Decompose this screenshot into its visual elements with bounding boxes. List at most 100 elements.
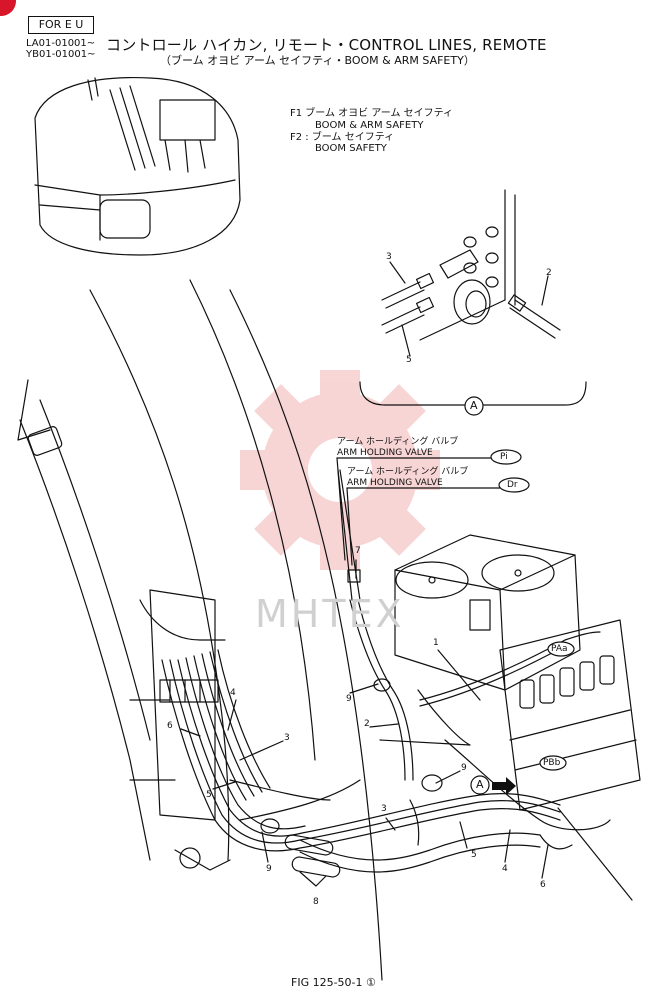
machine-tubes [109,85,156,171]
port-label-pi: Pi [500,452,508,462]
serial-range-1: LA01-01001~ [26,38,96,49]
part-number-5-detail: 5 [406,355,412,365]
cylinder-end [17,379,51,441]
watermark-text: MHTEX [255,592,405,636]
spool [519,679,535,709]
region-tag: FOR E U [28,16,94,34]
hose-line [217,649,271,789]
part-number-5b: 5 [471,850,477,860]
spool [559,667,575,697]
leader-9 [349,683,379,694]
leader-4 [504,829,511,863]
view-marker-label: A [476,778,484,791]
port-oval-paa [547,641,575,657]
detail-marker-label: A [470,399,478,412]
hose-5 [381,306,425,334]
pin-bracket [174,849,231,871]
hose-line [193,655,247,801]
gear-tooth [320,370,360,410]
machine-lines [164,139,206,173]
part-number-4a: 4 [230,688,236,698]
leader-1 [437,649,481,701]
leader-2 [541,275,549,306]
pipe-support-plate [149,589,216,821]
hose-to-arm-valve [337,469,353,601]
tank-cap-right [481,554,555,592]
leader-5 [401,324,411,357]
boom-right-edge [189,279,316,761]
cap-bolt [514,569,522,577]
port-oval-pbb [539,755,567,771]
detail-marker-circle [464,396,484,416]
hose-2-run [349,599,406,781]
hose-lower [299,832,541,861]
hose-1-run [419,639,566,701]
part-number-7: 7 [355,546,361,556]
tank-body [394,534,581,691]
hose-3-fitting [415,272,435,290]
hose-protector-8b [291,856,341,878]
boom-outer-edge [229,289,383,981]
control-valve [394,534,641,811]
arm-valve-fitting [347,569,361,583]
hose-2 [509,299,561,339]
detail-fitting [485,226,499,238]
note-f2-jp: F2 : ブーム セイフティ [290,132,395,143]
part-number-2: 2 [364,719,370,729]
part-number-1: 1 [433,638,439,648]
leader-6 [180,728,201,737]
leader-4 [227,699,237,731]
part-number-9a: 9 [346,694,352,704]
leader-3 [389,261,406,284]
machine-leader [87,77,99,101]
detail-tee [439,249,479,279]
note-f2-en: BOOM SAFETY [315,143,387,154]
detail-valve-port [465,290,487,318]
gear-tooth [400,450,440,490]
hose-2-run [357,599,414,781]
machine-line [39,204,101,211]
hose-3 [381,281,425,309]
tank-filter [469,599,491,631]
hose-1-run [419,645,566,707]
tank-corner [499,589,506,691]
detail-a [359,189,587,416]
port-oval-dr [498,477,530,493]
note-f1-en: BOOM & ARM SAFETY [315,120,424,131]
note-f1-jp: F1 ブーム オヨビ アーム セイフティ [290,108,454,119]
valve-sections [509,709,637,771]
boom-gusset [379,689,471,746]
port-line [564,631,601,641]
leader-8 [299,871,327,887]
tank-top-edge [394,554,576,591]
hose-clamp-9 [421,774,443,792]
callout-leader-2 [346,487,353,566]
page-subtitle: （ブーム オヨビ アーム セイフティ・BOOM & ARM SAFETY） [160,54,475,67]
pipe-bracket [139,599,226,641]
leader-6 [541,844,549,879]
detail-fitting [485,276,499,288]
hose-line [177,659,561,837]
part-number-8: 8 [313,897,319,907]
part-number-6a: 6 [167,721,173,731]
leader-2 [369,723,399,728]
hose-clamp-9 [260,818,280,834]
hose-bundle [159,469,611,878]
leader-lines [180,457,633,901]
hose-line [161,659,561,852]
machine-valve-block [159,99,216,141]
leader-long [557,807,633,901]
spool [539,674,555,704]
gear-tooth [372,384,426,438]
part-number-6b: 6 [540,880,546,890]
detail-plate-edge [504,189,516,306]
machine-body [34,76,241,256]
detail-fitting [463,236,477,248]
hose-6-loop [539,834,573,850]
detail-fitting [463,262,477,274]
part-number-3-detail: 3 [386,252,392,262]
boom-left-edge [89,289,230,861]
hose-line [201,653,255,797]
callout-arm-holding-2-jp: アーム ホールディング バルブ [347,467,469,477]
serial-range-2: YB01-01001~ [26,49,96,60]
